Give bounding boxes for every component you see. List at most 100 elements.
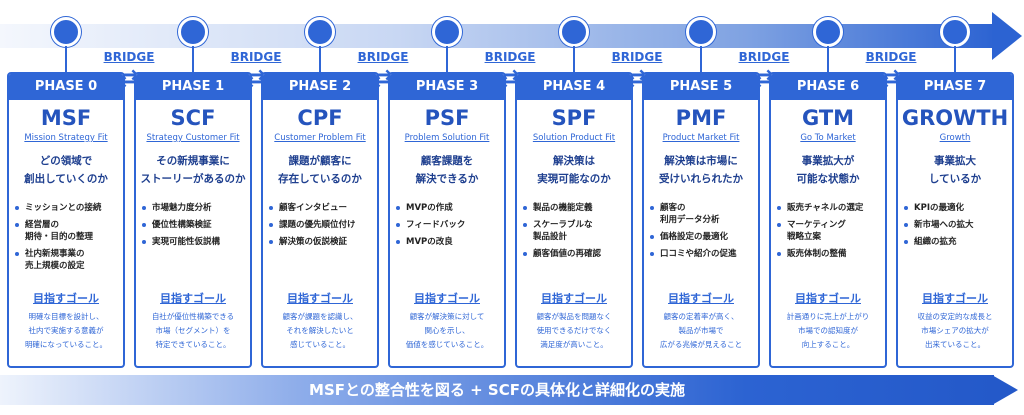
goal-title: 目指すゴール [287, 292, 353, 305]
phase-abbreviation: MSF [40, 106, 92, 130]
milestone-stem [827, 46, 829, 72]
phase-card-0: PHASE 0 MSF Mission Strategy Fit どの領域で 創… [7, 72, 125, 368]
bullet-item: 販売チャネルの選定 [777, 202, 885, 214]
goal-title: 目指すゴール [160, 292, 226, 305]
bridge-label: BRIDGE [738, 50, 790, 64]
bridge-label: BRIDGE [611, 50, 663, 64]
goal-text: 計画通りに売上が上がり 市場での認知度が 向上すること。 [786, 312, 870, 349]
phase-question: 解決策は 実現可能なのか [537, 155, 611, 185]
phase-label: PHASE 1 [136, 74, 250, 100]
phase-question: 顧客課題を 解決できるか [415, 155, 479, 185]
bullet-item: ミッションとの接続 [15, 202, 123, 214]
bridge-label: BRIDGE [865, 50, 917, 64]
goal-title: 目指すゴール [668, 292, 734, 305]
phase-label: PHASE 3 [390, 74, 504, 100]
phase-full-name: Go To Market [800, 133, 856, 143]
bullet-item: 優位性構築検証 [142, 219, 250, 231]
phase-label: PHASE 5 [644, 74, 758, 100]
phase-bullet-list: KPIの最適化 新市場への拡大 組織の拡充 [904, 202, 1012, 286]
milestone-dot-phase-3 [432, 17, 462, 47]
bridge-label: BRIDGE [103, 50, 155, 64]
bullet-item: 組織の拡充 [904, 236, 1012, 248]
phase-abbreviation: PSF [424, 106, 470, 130]
timeline-arrow-bar [0, 24, 996, 48]
phase-card-3: PHASE 3 PSF Problem Solution Fit 顧客課題を 解… [388, 72, 506, 368]
bullet-item: 社内新規事業の 売上規模の設定 [15, 248, 123, 272]
bullet-item: 口コミや紹介の促進 [650, 248, 758, 260]
phase-question: その新規事業に ストーリーがあるのか [140, 155, 246, 185]
phase-full-name: Product Market Fit [662, 133, 740, 143]
milestone-stem [192, 46, 194, 72]
bullet-item: 経営層の 期待・目的の整理 [15, 219, 123, 243]
milestone-dot-phase-2 [305, 17, 335, 47]
phase-abbreviation: GTM [801, 106, 855, 130]
bridge-label: BRIDGE [357, 50, 409, 64]
phase-label: PHASE 7 [898, 74, 1012, 100]
phase-question: 解決策は市場に 受けいれられたか [659, 155, 743, 185]
bullet-item: 実現可能性仮説構 [142, 236, 250, 248]
bullet-item: マーケティング 戦略立案 [777, 219, 885, 243]
goal-text: 収益の安定的な成長と 市場シェアの拡大が 出来ていること。 [917, 312, 993, 349]
bullet-item: 市場魅力度分析 [142, 202, 250, 214]
phase-full-name: Mission Strategy Fit [24, 133, 108, 143]
milestone-stem [700, 46, 702, 72]
phase-card-7: PHASE 7 GROWTH Growth 事業拡大 しているか KPIの最適化… [896, 72, 1014, 368]
milestone-stem [446, 46, 448, 72]
phase-card-2: PHASE 2 CPF Customer Problem Fit 課題が顧客に … [261, 72, 379, 368]
bullet-item: MVPの作成 [396, 202, 504, 214]
bullet-item: MVPの改良 [396, 236, 504, 248]
bridge-label: BRIDGE [230, 50, 282, 64]
phase-bullet-list: ミッションとの接続 経営層の 期待・目的の整理 社内新規事業の 売上規模の設定 [15, 202, 123, 286]
goal-text: 顧客が製品を問題なく 使用できるだけでなく 満足度が高いこと。 [536, 312, 612, 349]
phase-question: 事業拡大 しているか [928, 155, 982, 185]
bullet-item: 新市場への拡大 [904, 219, 1012, 231]
phase-bullet-list: 市場魅力度分析 優位性構築検証 実現可能性仮説構 [142, 202, 250, 286]
phase-abbreviation: GROWTH [901, 106, 1009, 130]
phase-abbreviation: SCF [170, 106, 216, 130]
bullet-item: 製品の機能定義 [523, 202, 631, 214]
phase-question: 事業拡大が 可能な状態か [796, 155, 860, 185]
milestone-dot-phase-4 [559, 17, 589, 47]
phase-card-1: PHASE 1 SCF Strategy Customer Fit その新規事業… [134, 72, 252, 368]
goal-text: 明確な目標を設計し、 社内で実施する意義が 明確になっていること。 [24, 312, 108, 349]
phase-bullet-list: MVPの作成 フィードバック MVPの改良 [396, 202, 504, 286]
phase-bullet-list: 顧客インタビュー 課題の優先順位付け 解決策の仮説検証 [269, 202, 377, 286]
phase-abbreviation: CPF [297, 106, 343, 130]
goal-text: 自社が優位性構築できる 市場（セグメント）を 特定できていること。 [151, 312, 235, 349]
bullet-item: 顧客インタビュー [269, 202, 377, 214]
phase-full-name: Strategy Customer Fit [146, 133, 240, 143]
phase-abbreviation: PMF [675, 106, 727, 130]
bullet-item: フィードバック [396, 219, 504, 231]
goal-text: 顧客が課題を認識し、 それを解決したいと 感じていること。 [282, 312, 358, 349]
phase-question: 課題が顧客に 存在しているのか [278, 155, 362, 185]
milestone-stem [319, 46, 321, 72]
milestone-dot-phase-0 [51, 17, 81, 47]
phase-full-name: Customer Problem Fit [274, 133, 366, 143]
phase-bullet-list: 販売チャネルの選定 マーケティング 戦略立案 販売体制の整備 [777, 202, 885, 286]
bullet-item: 価格設定の最適化 [650, 231, 758, 243]
bullet-item: KPIの最適化 [904, 202, 1012, 214]
phase-card-5: PHASE 5 PMF Product Market Fit 解決策は市場に 受… [642, 72, 760, 368]
timeline-arrow-head [992, 12, 1022, 60]
goal-title: 目指すゴール [541, 292, 607, 305]
bullet-item: 顧客価値の再確認 [523, 248, 631, 260]
milestone-stem [573, 46, 575, 72]
phase-abbreviation: SPF [551, 106, 597, 130]
bridge-label: BRIDGE [484, 50, 536, 64]
milestone-stem [65, 46, 67, 72]
phase-bullet-list: 顧客の 利用データ分析 価格設定の最適化 口コミや紹介の促進 [650, 202, 758, 286]
phase-full-name: Growth [939, 133, 971, 143]
goal-title: 目指すゴール [795, 292, 861, 305]
milestone-dot-phase-7 [940, 17, 970, 47]
bullet-item: 解決策の仮説検証 [269, 236, 377, 248]
phase-label: PHASE 2 [263, 74, 377, 100]
phase-card-4: PHASE 4 SPF Solution Product Fit 解決策は 実現… [515, 72, 633, 368]
goal-title: 目指すゴール [922, 292, 988, 305]
milestone-dot-phase-5 [686, 17, 716, 47]
bullet-item: 課題の優先順位付け [269, 219, 377, 231]
milestone-stem [954, 46, 956, 72]
goal-title: 目指すゴール [414, 292, 480, 305]
goal-text: 顧客が解決策に対して 関心を示し、 価値を感じていること。 [405, 312, 489, 349]
goal-title: 目指すゴール [33, 292, 99, 305]
bottom-banner: MSFとの整合性を図る + SCFの具体化と詳細化の実施 [0, 375, 994, 405]
